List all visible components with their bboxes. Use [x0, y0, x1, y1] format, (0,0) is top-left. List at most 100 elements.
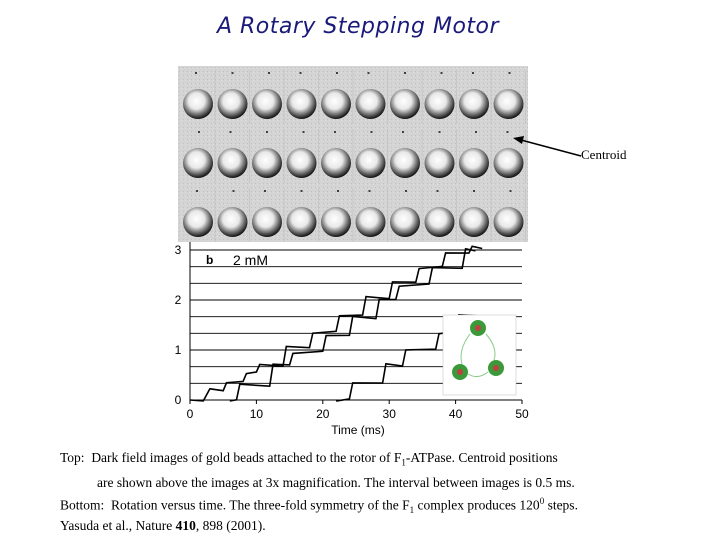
centroid-dot — [302, 131, 305, 133]
y-tick-label: 1 — [175, 343, 182, 357]
subscript: 1 — [409, 504, 415, 515]
caption-text: -ATPase. Centroid positions — [405, 450, 558, 465]
bead-images-panel — [178, 66, 528, 242]
caption-text: steps. — [547, 497, 578, 513]
citation-volume: 410 — [175, 518, 196, 533]
gold-bead — [321, 148, 351, 178]
subscript: 1 — [401, 457, 406, 468]
y-tick-label: 3 — [175, 243, 182, 257]
centroid-dot — [195, 72, 197, 74]
condition-label: 2 mM — [233, 252, 268, 268]
centroid-dot — [436, 190, 439, 192]
y-tick-label: 0 — [175, 393, 182, 407]
x-tick-label: 0 — [187, 407, 194, 421]
x-tick-label: 10 — [250, 407, 264, 421]
chart-series — [189, 245, 483, 402]
rotation-trace-2 — [229, 247, 476, 402]
centroid-dot — [299, 72, 302, 74]
rotation-plot: 0 10 20 30 40 50 0 1 2 3 b 2 mM Time (ms) — [160, 230, 560, 444]
caption-bottom: Bottom: Rotation versus time. The three-… — [60, 492, 700, 520]
rotation-trace-1 — [189, 245, 483, 402]
gold-bead — [424, 148, 455, 178]
x-axis-label: Time (ms) — [331, 423, 385, 437]
centroid-dot — [438, 131, 441, 133]
centroid-dot — [509, 190, 512, 192]
gold-bead — [286, 148, 317, 178]
centroid-dot — [300, 190, 303, 192]
gold-bead — [321, 89, 351, 119]
superscript: 0 — [539, 495, 545, 506]
gold-bead — [390, 148, 420, 178]
citation-authors: Yasuda et al., Nature — [60, 518, 176, 533]
gold-bead — [424, 207, 455, 237]
x-tick-label: 40 — [449, 407, 463, 421]
rotation-chart: 0 10 20 30 40 50 0 1 2 3 b 2 mM Time (ms) — [175, 242, 529, 437]
caption-text: Dark field images of gold beads attached… — [91, 450, 402, 465]
gold-bead — [252, 89, 282, 119]
centroid-dot — [337, 190, 339, 192]
bead-images — [178, 66, 528, 242]
figure-caption: Top: Dark field images of gold beads att… — [60, 448, 700, 520]
centroid-dot — [475, 131, 477, 133]
gold-bead — [459, 207, 489, 237]
citation-pages: , 898 (2001). — [195, 518, 266, 533]
citation: Yasuda et al., Nature 410, 898 (2001). — [60, 518, 266, 534]
centroid-dot — [440, 72, 443, 74]
gold-bead — [390, 207, 420, 237]
gold-bead — [286, 89, 317, 119]
gold-bead — [459, 89, 489, 119]
x-tick-label: 50 — [515, 407, 529, 421]
centroid-dot — [231, 72, 234, 74]
caption-text: complex produces 120 — [417, 497, 540, 513]
centroid-dot — [404, 72, 406, 74]
gold-bead — [493, 207, 524, 237]
gold-bead — [355, 89, 386, 119]
gold-bead — [459, 148, 489, 178]
page-title: A Rotary Stepping Motor — [216, 14, 500, 39]
centroid-dot — [472, 72, 474, 74]
centroid-dot — [506, 131, 509, 133]
gold-bead — [493, 89, 524, 119]
gold-bead — [286, 207, 317, 237]
centroid-dot — [473, 190, 475, 192]
gold-bead — [183, 148, 213, 178]
gold-bead — [252, 207, 282, 237]
gold-bead — [355, 207, 386, 237]
gold-bead — [321, 207, 351, 237]
panel-label: b — [206, 253, 213, 267]
x-tick-label: 20 — [316, 407, 330, 421]
gold-bead — [217, 89, 248, 119]
centroid-dot — [266, 131, 268, 133]
centroid-dot — [268, 72, 270, 74]
centroid-dot — [198, 131, 200, 133]
gold-bead — [217, 207, 248, 237]
gold-bead — [183, 89, 213, 119]
gold-bead — [493, 148, 524, 178]
centroid-dot — [508, 72, 511, 74]
x-tick-label: 30 — [383, 407, 397, 421]
centroid-dot — [368, 190, 371, 192]
centroid-label: Centroid — [581, 147, 627, 162]
centroid-dot — [402, 131, 404, 133]
centroid-dot — [336, 72, 338, 74]
gold-bead — [252, 148, 282, 178]
centroid-arrow — [513, 136, 582, 157]
centroid-dot — [370, 131, 373, 133]
chart-axes: 0 10 20 30 40 50 0 1 2 3 — [175, 243, 529, 421]
inset-image — [442, 314, 517, 396]
centroid-dot — [232, 190, 235, 192]
caption-top-line1: Top: Dark field images of gold beads att… — [60, 448, 700, 473]
caption-bottom-label: Bottom: — [60, 497, 105, 513]
gold-bead — [355, 148, 386, 178]
caption-text: Rotation versus time. The three-fold sym… — [111, 497, 410, 513]
centroid-dot — [405, 190, 407, 192]
gold-bead — [424, 89, 455, 119]
centroid-dot — [264, 190, 266, 192]
centroid-dot — [196, 190, 198, 192]
y-tick-label: 2 — [175, 293, 182, 307]
centroid-dot — [334, 131, 336, 133]
caption-top-label: Top: — [60, 450, 85, 465]
caption-top-line2: are shown above the images at 3x magnifi… — [97, 474, 575, 490]
gold-bead — [217, 148, 248, 178]
centroid-dot — [229, 131, 232, 133]
